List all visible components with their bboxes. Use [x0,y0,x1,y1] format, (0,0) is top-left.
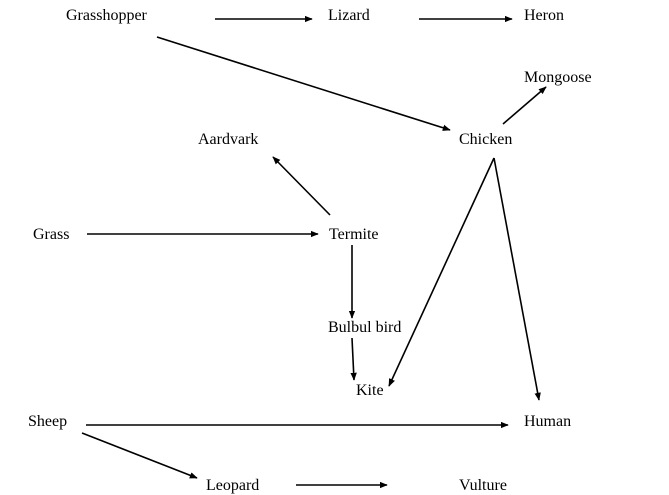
edge-chicken-human [493,157,541,401]
edge-termite-aardvark [272,156,331,216]
node-chicken: Chicken [459,131,512,148]
node-human: Human [524,413,571,430]
node-lizard: Lizard [328,7,370,24]
node-bulbul: Bulbul bird [328,319,401,336]
node-aardvark: Aardvark [198,131,258,148]
edge-chicken-mongoose [502,86,547,125]
edge-bulbul-kite [350,337,357,381]
node-sheep: Sheep [28,413,67,430]
node-leopard: Leopard [206,477,259,494]
node-heron: Heron [524,7,564,24]
edge-sheep-leopard [81,432,198,479]
node-mongoose: Mongoose [524,69,592,86]
edge-grasshopper-chicken [156,36,451,131]
node-kite: Kite [356,382,384,399]
node-grass: Grass [33,226,69,243]
node-grasshopper: Grasshopper [66,7,148,24]
node-vulture: Vulture [459,477,507,494]
node-termite: Termite [329,226,379,243]
edge-chicken-kite [388,157,495,387]
